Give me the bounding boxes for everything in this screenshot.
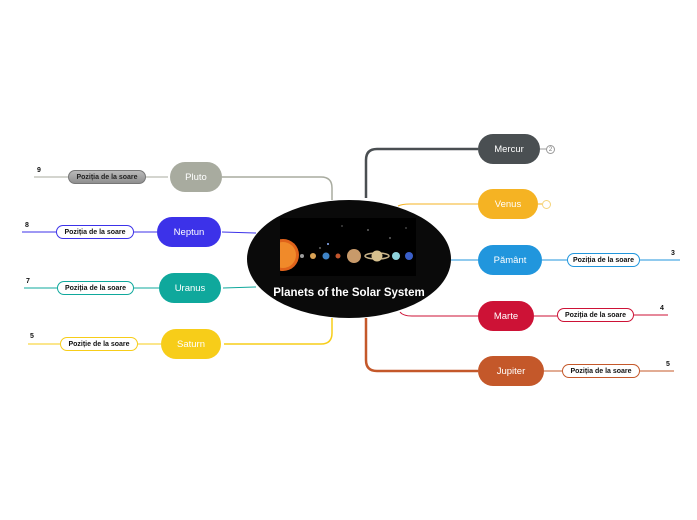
link-mercur — [364, 147, 478, 198]
planet-label: Marte — [493, 310, 519, 322]
position-label-pluto[interactable]: Poziția de la soare — [68, 170, 146, 184]
position-value-uranus: 7 — [26, 278, 30, 285]
planet-label: Neptun — [173, 226, 205, 238]
planet-node-neptun[interactable]: Neptun — [157, 217, 221, 247]
position-label-saturn[interactable]: Poziție de la soare — [60, 337, 138, 351]
planets-illustration — [280, 218, 416, 276]
position-label-jupiter[interactable]: Poziția de la soare — [562, 364, 640, 378]
link-pluto — [222, 176, 333, 200]
link-uranus — [222, 286, 257, 289]
link-saturn — [224, 318, 333, 345]
position-value-saturn: 5 — [30, 333, 34, 340]
planet-node-jupiter[interactable]: Jupiter — [478, 356, 544, 386]
position-value-pluto: 9 — [37, 167, 41, 174]
planet-label: Pluto — [185, 171, 207, 183]
collapse-count: 2 — [548, 146, 553, 153]
central-topic[interactable]: Planets of the Solar System — [247, 200, 451, 318]
position-value-pamant: 3 — [671, 250, 675, 257]
link-neptun — [221, 231, 257, 234]
planet-node-saturn[interactable]: Saturn — [161, 329, 221, 359]
planet-label: Mercur — [494, 143, 524, 155]
planet-node-pamant[interactable]: Pământ — [478, 245, 542, 275]
link-venus — [397, 203, 478, 207]
central-topic-title: Planets of the Solar System — [273, 287, 425, 299]
position-label-uranus[interactable]: Poziția de la soare — [57, 281, 134, 295]
solar-system-image — [280, 218, 416, 276]
link-marte — [399, 311, 478, 317]
collapse-toggle-venus[interactable] — [542, 200, 551, 209]
position-value-marte: 4 — [660, 305, 664, 312]
planet-label: Venus — [494, 198, 522, 210]
planet-node-mercur[interactable]: Mercur — [478, 134, 540, 164]
position-label-marte[interactable]: Poziția de la soare — [557, 308, 634, 322]
planet-label: Uranus — [174, 282, 206, 294]
position-value-jupiter: 5 — [666, 361, 670, 368]
planet-label: Jupiter — [496, 365, 526, 377]
link-jupiter — [364, 318, 478, 373]
position-label-neptun[interactable]: Poziția de la soare — [56, 225, 134, 239]
planet-label: Saturn — [177, 338, 205, 350]
planet-node-uranus[interactable]: Uranus — [159, 273, 221, 303]
planet-node-marte[interactable]: Marte — [478, 301, 534, 331]
planet-node-venus[interactable]: Venus — [478, 189, 538, 219]
planet-label: Pământ — [493, 254, 527, 266]
planet-node-pluto[interactable]: Pluto — [170, 162, 222, 192]
collapse-toggle-mercur[interactable]: 2 — [546, 145, 555, 154]
position-label-pamant[interactable]: Poziția de la soare — [567, 253, 640, 267]
position-value-neptun: 8 — [25, 222, 29, 229]
